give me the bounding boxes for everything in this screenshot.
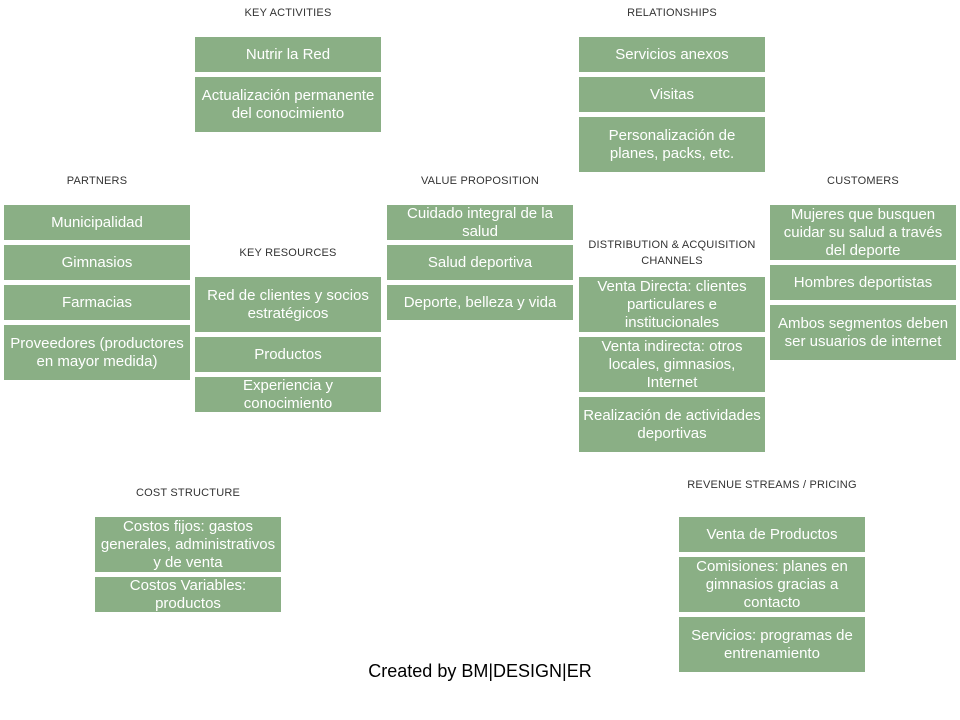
value-proposition-item: Cuidado integral de la salud (387, 205, 573, 240)
key-resource-item: Red de clientes y socios estratégicos (195, 277, 381, 332)
value-proposition-title: VALUE PROPOSITION (420, 175, 540, 187)
value-proposition-item: Deporte, belleza y vida (387, 285, 573, 320)
distribution-item: Realización de actividades deportivas (579, 397, 765, 452)
key-resources-title: KEY RESOURCES (239, 247, 337, 259)
key-activity-item: Nutrir la Red (195, 37, 381, 72)
partner-item: Farmacias (4, 285, 190, 320)
key-resource-item: Productos (195, 337, 381, 372)
key-activity-item: Actualización permanente del conocimient… (195, 77, 381, 132)
cost-structure-title: COST STRUCTURE (135, 487, 241, 499)
revenue-item: Comisiones: planes en gimnasios gracias … (679, 557, 865, 612)
customer-item: Hombres deportistas (770, 265, 956, 300)
footer-credit: Created by BM|DESIGN|ER (368, 661, 592, 681)
revenue-item: Servicios: programas de entrenamiento (679, 617, 865, 672)
relationship-item: Visitas (579, 77, 765, 112)
relationship-item: Servicios anexos (579, 37, 765, 72)
distribution-item: Venta indirecta: otros locales, gimnasio… (579, 337, 765, 392)
revenue-streams-title: REVENUE STREAMS / PRICING (687, 479, 857, 491)
customers-title: CUSTOMERS (827, 175, 899, 187)
partner-item: Gimnasios (4, 245, 190, 280)
distribution-item: Venta Directa: clientes particulares e i… (579, 277, 765, 332)
relationships-title: RELATIONSHIPS (627, 7, 717, 19)
revenue-item: Venta de Productos (679, 517, 865, 552)
key-resource-item: Experiencia y conocimiento (195, 377, 381, 412)
distribution-title: DISTRIBUTION & ACQUISITION CHANNELS (588, 239, 756, 267)
partners-title: PARTNERS (66, 175, 128, 187)
customer-item: Mujeres que busquen cuidar su salud a tr… (770, 205, 956, 260)
relationship-item: Personalización de planes, packs, etc. (579, 117, 765, 172)
key-activities-title: KEY ACTIVITIES (244, 7, 332, 19)
partner-item: Proveedores (productores en mayor medida… (4, 325, 190, 380)
value-proposition-item: Salud deportiva (387, 245, 573, 280)
partner-item: Municipalidad (4, 205, 190, 240)
cost-item: Costos Variables: productos (95, 577, 281, 612)
cost-item: Costos fijos: gastos generales, administ… (95, 517, 281, 572)
customer-item: Ambos segmentos deben ser usuarios de in… (770, 305, 956, 360)
